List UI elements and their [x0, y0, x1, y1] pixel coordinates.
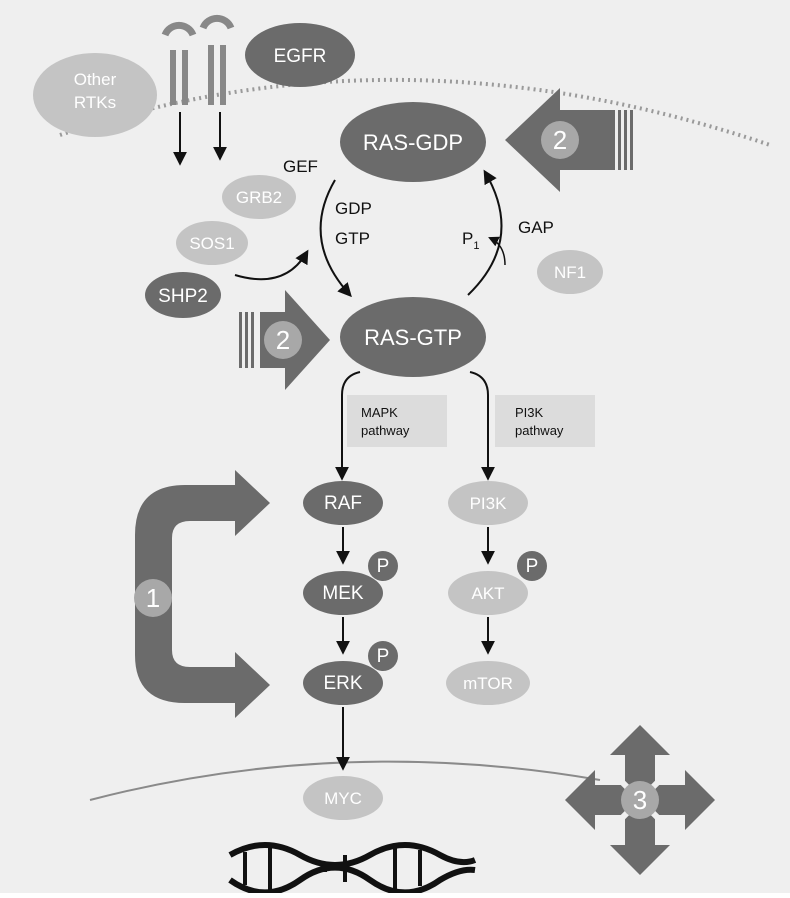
- pi3k-branch-arrow: [469, 371, 495, 481]
- receptor-1: [161, 21, 197, 105]
- receptor-2: [199, 14, 235, 105]
- erk-phospho-label: P: [377, 646, 390, 667]
- cell-membrane: [59, 77, 771, 147]
- akt-label: AKT: [471, 584, 504, 603]
- marker-2-top-label: 2: [553, 125, 567, 155]
- grb2-label: GRB2: [236, 188, 282, 207]
- myc-node: MYC: [303, 776, 383, 820]
- nf1-node: NF1: [537, 250, 603, 294]
- sos1-label: SOS1: [189, 234, 234, 253]
- mapk-label-2: pathway: [361, 423, 410, 438]
- dna-helix-icon: [228, 842, 477, 896]
- raf-label: RAF: [324, 493, 362, 514]
- myc-label: MYC: [324, 789, 362, 808]
- egfr-label: EGFR: [274, 46, 327, 67]
- sos-arrow: [234, 249, 309, 281]
- grb2-node: GRB2: [222, 175, 296, 219]
- erk-phospho-badge: P: [368, 641, 398, 671]
- erk-node: ERK: [303, 661, 383, 705]
- marker-1-feedback-arrow: 1: [134, 470, 270, 718]
- pi-label: P1: [462, 229, 479, 252]
- ras-cycle-right-arc: [467, 169, 503, 296]
- akt-node: AKT: [448, 571, 528, 615]
- nf1-label: NF1: [554, 263, 586, 282]
- mtor-label: mTOR: [463, 674, 513, 693]
- egfr-node: EGFR: [245, 23, 355, 87]
- mek-label: MEK: [322, 583, 364, 604]
- other-rtks-label-1: Other: [74, 70, 117, 89]
- mtor-node: mTOR: [446, 661, 530, 705]
- ras-gtp-label: RAS-GTP: [364, 325, 462, 350]
- other-rtks-label-2: RTKs: [74, 93, 116, 112]
- mek-phospho-label: P: [377, 556, 390, 577]
- pi3k-node: PI3K: [448, 481, 528, 525]
- pi3k-label-1: PI3K: [515, 405, 544, 420]
- marker-3-four-way-arrow: 3: [565, 725, 715, 875]
- akt-phospho-label: P: [526, 556, 539, 577]
- marker-1-label: 1: [146, 583, 160, 613]
- mek-phospho-badge: P: [368, 551, 398, 581]
- marker-2-left-arrow: 2: [239, 290, 330, 390]
- ras-gdp-label: RAS-GDP: [363, 130, 463, 155]
- sos1-node: SOS1: [176, 221, 248, 265]
- ras-cycle-left-arc: [319, 179, 352, 298]
- akt-phospho-badge: P: [517, 551, 547, 581]
- shp2-node: SHP2: [145, 272, 221, 318]
- mek-node: MEK: [303, 571, 383, 615]
- pi3k-node-label: PI3K: [470, 494, 508, 513]
- marker-2-top-arrow: 2: [505, 88, 633, 192]
- mapk-label-1: MAPK: [361, 405, 398, 420]
- marker-3-label: 3: [633, 785, 647, 815]
- pi3k-pathway-box: PI3K pathway: [495, 395, 595, 447]
- other-rtks-node: Other RTKs: [33, 53, 157, 137]
- ras-gdp-node: RAS-GDP: [340, 102, 486, 182]
- mapk-pathway-box: MAPK pathway: [347, 395, 447, 447]
- mapk-branch-arrow: [335, 371, 361, 481]
- gap-label: GAP: [518, 218, 554, 237]
- raf-node: RAF: [303, 481, 383, 525]
- marker-2-left-label: 2: [276, 325, 290, 355]
- gtp-label: GTP: [335, 229, 370, 248]
- gdp-label: GDP: [335, 199, 372, 218]
- shp2-label: SHP2: [158, 286, 208, 307]
- ras-gtp-node: RAS-GTP: [340, 297, 486, 377]
- pi-release-arrow: [488, 236, 506, 266]
- gef-label: GEF: [283, 157, 318, 176]
- pi3k-label-2: pathway: [515, 423, 564, 438]
- erk-label: ERK: [323, 673, 362, 694]
